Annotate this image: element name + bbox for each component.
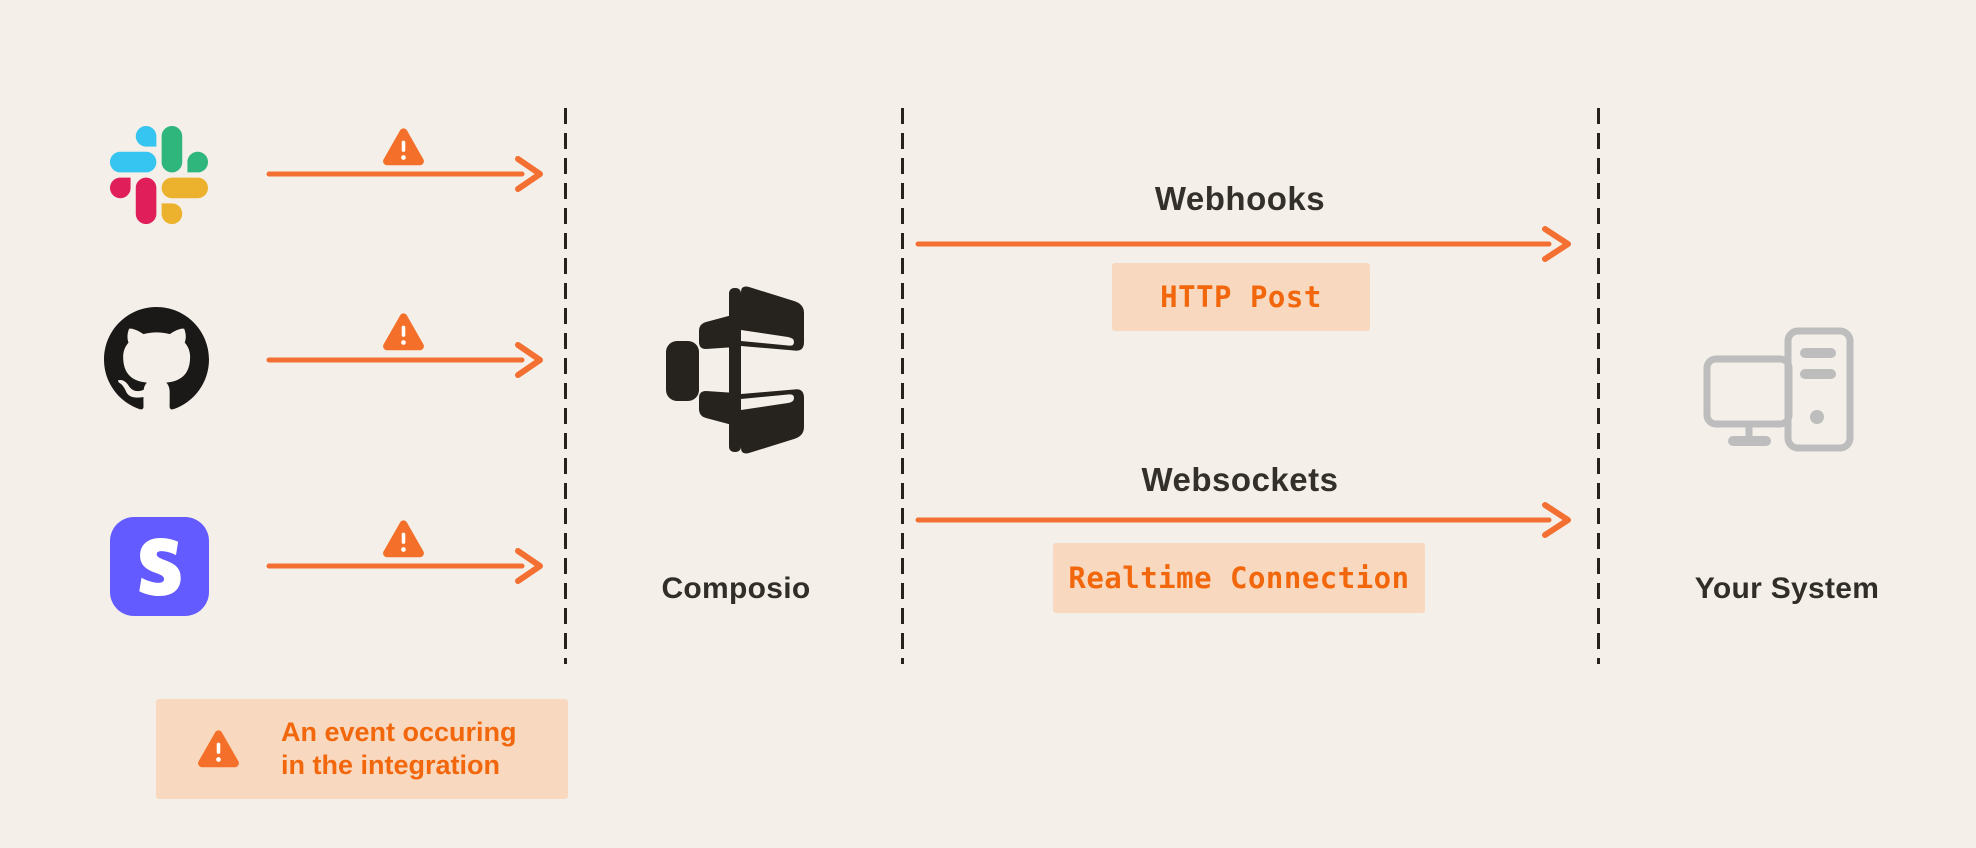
your-system-label: Your System [1694, 572, 1880, 605]
realtime-connection-badge: Realtime Connection [1053, 543, 1425, 613]
separator-line-middle [901, 108, 904, 664]
legend-text-line1: An event occuring [281, 717, 517, 747]
websockets-title: Websockets [1141, 461, 1339, 498]
http-post-badge: HTTP Post [1112, 263, 1370, 331]
warning-icon [383, 128, 424, 166]
warning-icon [383, 313, 424, 351]
webhooks-arrow [915, 226, 1571, 262]
legend-box: An event occuring in the integration [156, 699, 568, 799]
warning-icon [198, 730, 239, 768]
event-arrow-stripe [266, 548, 543, 584]
composio-label: Composio [661, 572, 811, 605]
separator-line-left [564, 108, 567, 664]
slack-icon [110, 126, 208, 224]
event-arrow-github [266, 342, 543, 378]
legend-text: An event occuring in the integration [281, 716, 517, 782]
webhooks-title: Webhooks [1154, 180, 1326, 217]
composio-logo [666, 286, 804, 454]
github-icon [104, 307, 209, 410]
separator-line-right [1597, 108, 1600, 664]
stripe-icon [110, 517, 209, 616]
event-arrow-slack [266, 156, 543, 192]
websockets-arrow [915, 502, 1571, 538]
legend-text-line2: in the integration [281, 750, 500, 780]
warning-icon [383, 520, 424, 558]
computer-icon [1703, 327, 1854, 452]
